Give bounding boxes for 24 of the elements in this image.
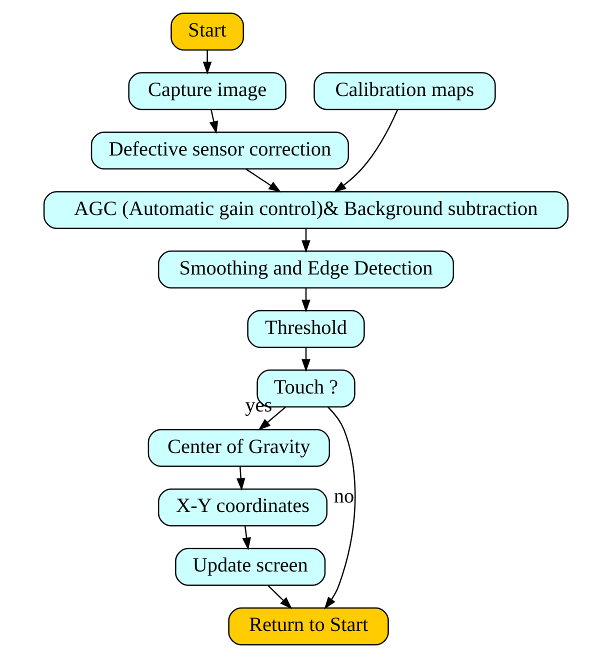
node-box: Threshold	[246, 310, 364, 348]
arrow	[208, 110, 218, 134]
arrow	[258, 406, 286, 430]
arrow	[301, 228, 310, 253]
node-box: Start	[170, 12, 244, 51]
node-box: Calibration maps	[313, 72, 496, 110]
arrow	[202, 50, 212, 74]
arrow	[244, 168, 281, 192]
node-box: Return to Start	[228, 607, 388, 646]
node-box: AGC (Automatic gain control)& Background subtraction	[42, 191, 568, 230]
arrow	[242, 526, 250, 550]
node-box: Capture image	[128, 72, 286, 110]
edge-label: no	[333, 486, 354, 508]
node-box: Smoothing and Edge Detection	[157, 250, 454, 288]
arrow	[301, 348, 310, 372]
node-box: Update screen	[174, 548, 326, 586]
arrow	[333, 109, 398, 193]
arrow	[236, 466, 245, 491]
node-box: X-Y coordinates	[157, 488, 328, 526]
arrow	[267, 585, 292, 610]
arrow	[324, 406, 356, 610]
arrow	[301, 288, 310, 312]
node-box: Defective sensor correction	[90, 132, 349, 170]
node-box: Center of Gravity	[147, 428, 330, 467]
